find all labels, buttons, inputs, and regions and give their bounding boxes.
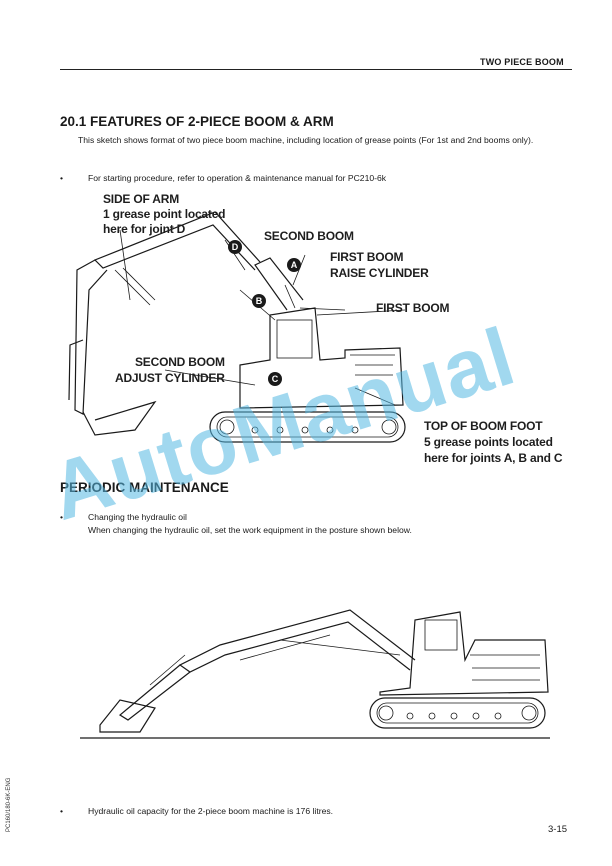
label-adjust-cylinder: ADJUST CYLINDER [115,371,225,385]
header-title: TWO PIECE BOOM [480,57,564,67]
hydraulic-oil-capacity-note: Hydraulic oil capacity for the 2-piece b… [88,806,334,816]
label-top-of-boom-joints: here for joints A, B and C [424,451,563,465]
label-first-boom-raise: FIRST BOOM [330,250,404,264]
label-first-boom: FIRST BOOM [376,301,450,315]
label-side-of-arm-joint: here for joint D [103,222,186,236]
section-title: 20.1 FEATURES OF 2-PIECE BOOM & ARM [60,114,334,129]
boom-drawing [178,609,416,673]
bullet-icon: • [60,173,64,183]
second-boom-drawing [93,211,261,271]
grease-point-c-marker: C [268,372,282,386]
label-second-boom: SECOND BOOM [264,229,354,243]
oil-change-posture-sketch [80,609,550,739]
label-top-of-boom-grease: 5 grease points located [424,435,553,449]
bullet-icon: • [60,512,64,522]
document-code: PC160/180-6K-ENG [6,777,12,832]
label-raise-cylinder: RAISE CYLINDER [330,266,429,280]
periodic-maintenance-title: PERIODIC MAINTENANCE [60,480,229,495]
two-piece-boom-sketch [68,211,406,443]
label-top-of-boom-foot: TOP OF BOOM FOOT [424,419,543,433]
track-outline [209,411,406,443]
upper-structure [239,307,404,409]
page-number: 3-15 [548,824,568,835]
upper-structure [379,611,549,696]
starting-procedure-note: For starting procedure, refer to operati… [88,173,387,183]
header-rule [60,69,572,70]
label-side-of-arm: SIDE OF ARM [103,192,180,206]
grease-point-b-marker: B [252,294,266,308]
hydraulic-oil-change-instruction: When changing the hydraulic oil, set the… [88,525,412,535]
label-side-of-arm-grease: 1 grease point located [103,207,226,221]
intro-paragraph: This sketch shows format of two piece bo… [78,135,534,145]
hydraulic-oil-change-heading: Changing the hydraulic oil [88,512,187,522]
first-boom-drawing [254,257,304,311]
grease-point-d-marker: D [228,240,242,254]
label-second-boom-adjust: SECOND BOOM [135,355,225,369]
grease-point-a-marker: A [287,258,301,272]
track-outline [369,697,546,729]
bullet-icon: • [60,806,64,816]
